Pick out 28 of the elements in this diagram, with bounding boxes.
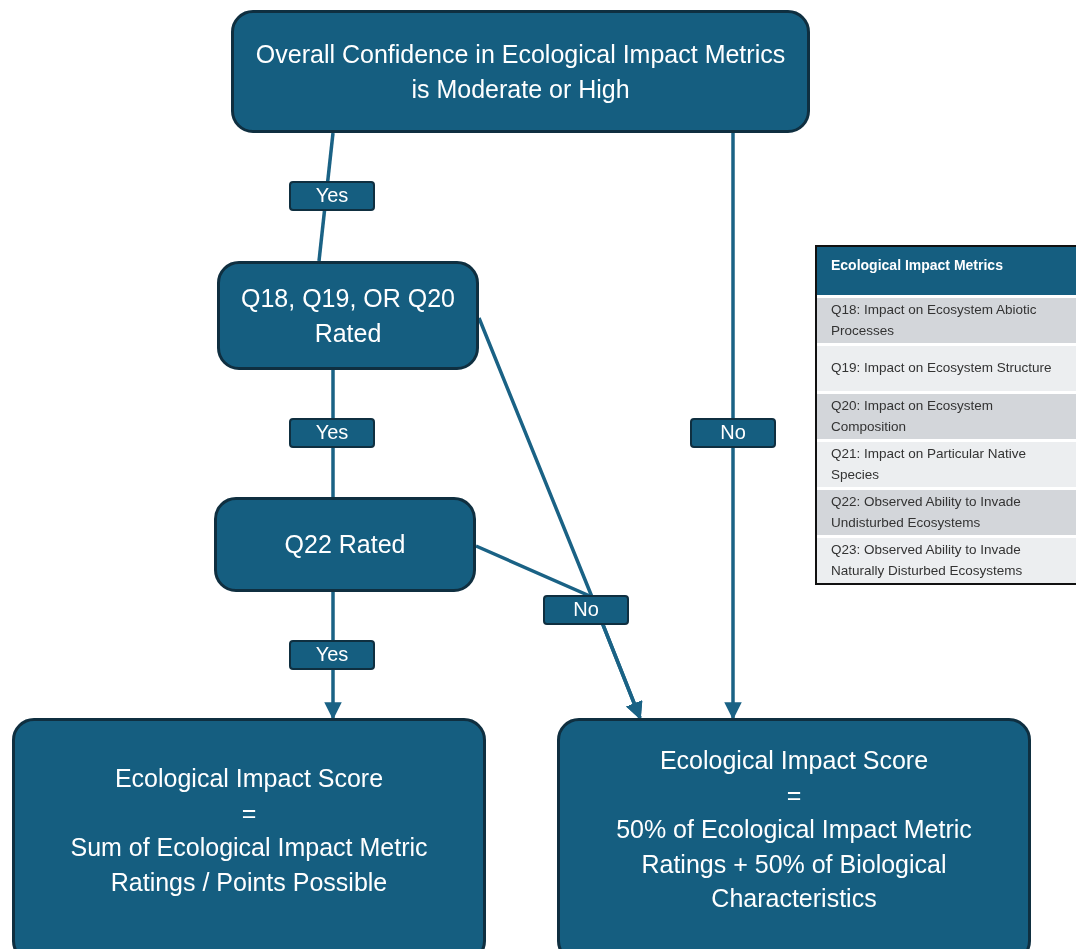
edge-label: No — [543, 595, 629, 625]
decision-box — [231, 10, 810, 133]
decision-box — [214, 497, 476, 592]
edge-label: No — [690, 418, 776, 448]
edge-label: Yes — [289, 181, 375, 211]
decision-box — [217, 261, 479, 370]
node-text: 50% of Ecological Impact Metric Ratings + 50% of Biological Characteristics — [615, 814, 973, 914]
table-cell: Q23: Observed Ability to Invade Naturally Disturbed Ecosystems — [817, 538, 1076, 583]
result-box — [557, 718, 1031, 949]
arrow — [724, 133, 742, 720]
table-cell: Q20: Impact on Ecosystem Composition — [817, 394, 1076, 439]
node-text: Overall Confidence in Ecological Impact Metrics is Moderate or High — [254, 39, 787, 105]
table-cell: Q18: Impact on Ecosystem Abiotic Processes — [817, 298, 1076, 343]
table-cell: Q21: Impact on Particular Native Species — [817, 442, 1076, 487]
table-cell: Q19: Impact on Ecosystem Structure — [817, 346, 1076, 391]
node-text: Ecological Impact Score — [114, 763, 384, 794]
node-text: Ecological Impact Score — [659, 745, 929, 776]
node-text: = — [241, 797, 257, 829]
node-text: Q18, Q19, OR Q20 Rated — [240, 283, 456, 349]
result-box — [12, 718, 486, 949]
table-cell: Q22: Observed Ability to Invade Undisturbed Ecosystems — [817, 490, 1076, 535]
edge-label: Yes — [289, 418, 375, 448]
node-text: = — [786, 779, 802, 811]
table-header: Ecological Impact Metrics — [817, 247, 1076, 295]
node-text: Sum of Ecological Impact Metric Ratings / Points Possible — [69, 832, 429, 898]
edge-label: Yes — [289, 640, 375, 670]
arrow — [475, 544, 643, 720]
node-text: Q22 Rated — [284, 529, 406, 561]
